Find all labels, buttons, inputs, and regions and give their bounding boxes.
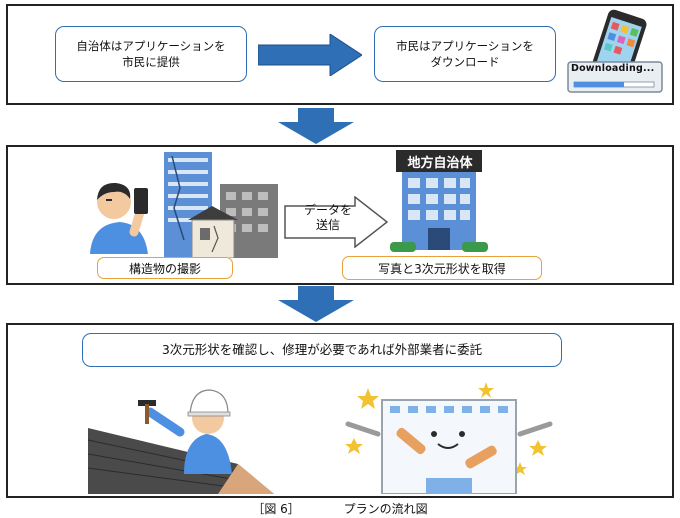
figure-title: プランの流れ図	[343, 502, 428, 516]
acquire-photo-3d-label: 写真と3次元形状を取得	[342, 256, 542, 280]
figure-caption: ［図 6］ プランの流れ図	[0, 500, 680, 517]
downloading-label: Downloading...	[571, 63, 655, 74]
send-data-label: データを 送信	[303, 203, 352, 232]
municipal-building-icon	[390, 150, 488, 252]
person-taking-photo-icon	[90, 182, 148, 254]
smartphone-download-icon	[567, 9, 663, 93]
down-arrow-icon	[278, 286, 354, 322]
photographing-structure-label: 構造物の撮影	[97, 257, 233, 279]
down-arrow-icon	[278, 108, 354, 144]
confirm-and-outsource-box: 3次元形状を確認し、修理が必要であれば外部業者に委託	[82, 333, 562, 367]
citizen-downloads-box: 市民はアプリケーションを ダウンロード	[374, 26, 556, 82]
figure-number: ［図 6］	[252, 502, 300, 516]
roof-repair-worker-icon	[88, 389, 274, 494]
bandaged-building-character-icon	[345, 382, 553, 494]
send-data-arrow-icon	[284, 196, 389, 248]
damaged-buildings-icon	[164, 152, 278, 258]
right-arrow-icon	[258, 34, 362, 76]
municipality-sign: 地方自治体	[407, 156, 473, 171]
municipality-provides-box: 自治体はアプリケーションを 市民に提供	[55, 26, 247, 82]
